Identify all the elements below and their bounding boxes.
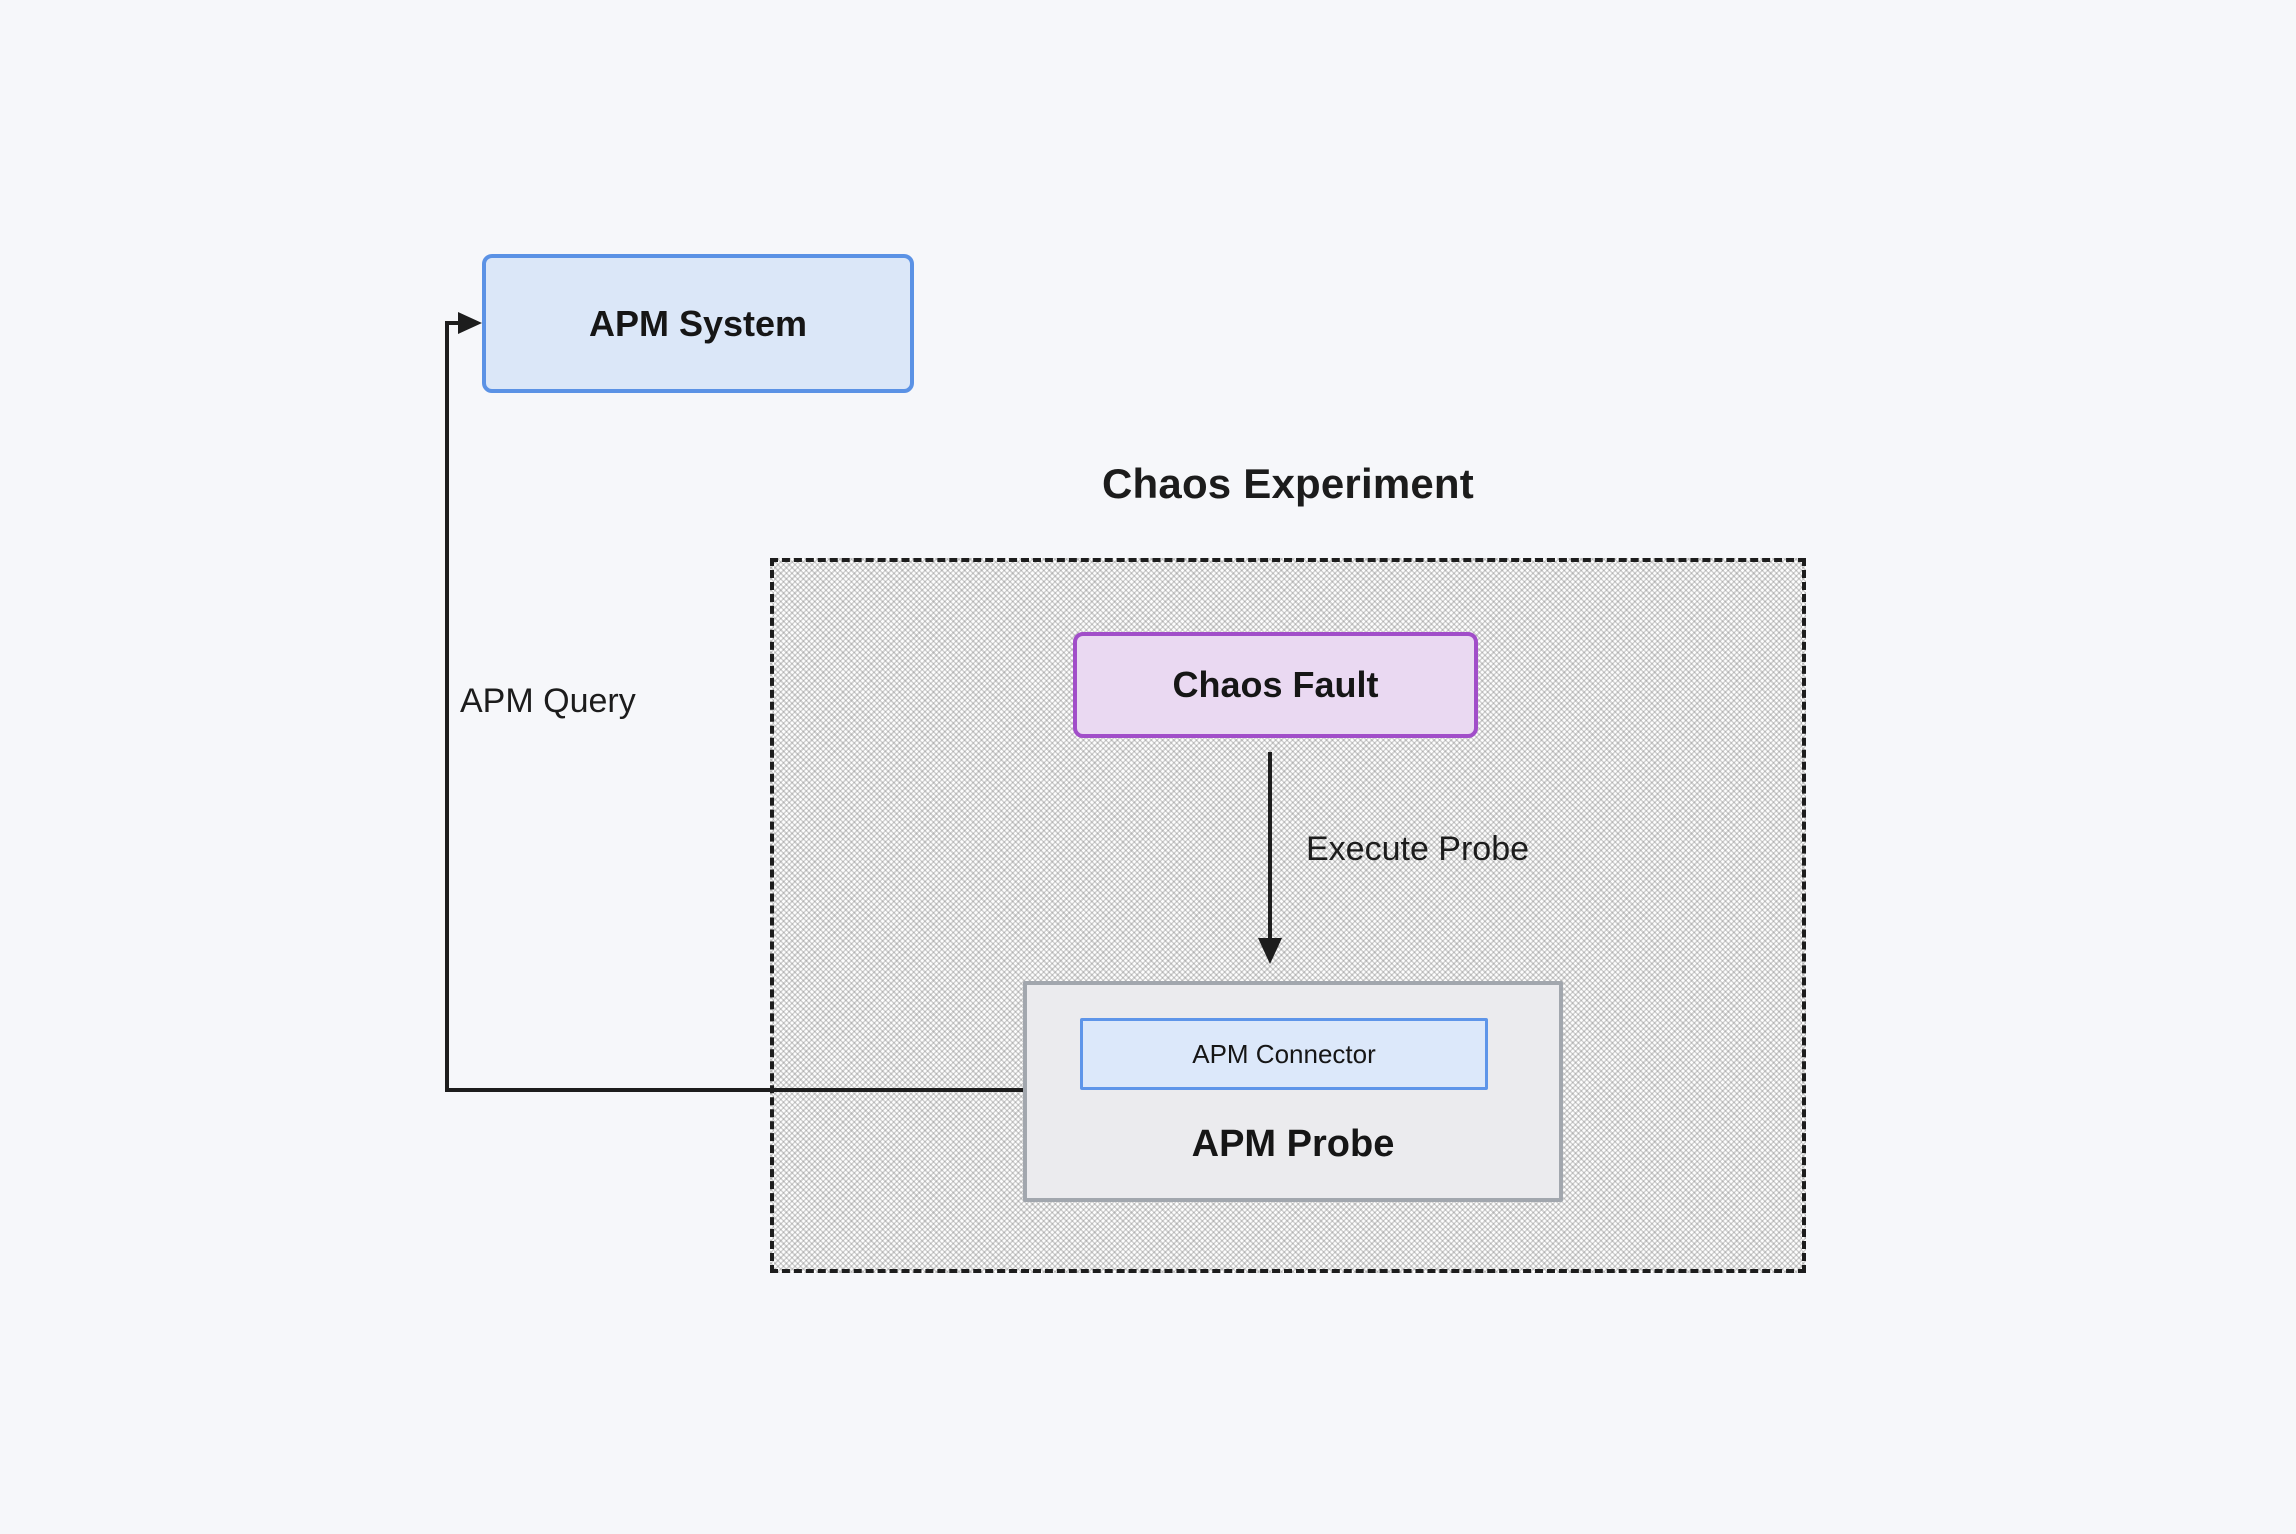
apm-query-line-top	[445, 321, 463, 325]
execute-probe-line	[1268, 752, 1272, 944]
chaos-fault-label: Chaos Fault	[1172, 664, 1379, 705]
node-apm-connector: APM Connector	[1080, 1018, 1488, 1090]
execute-probe-arrowhead-icon	[1258, 938, 1282, 964]
apm-query-line-vertical	[445, 321, 449, 1092]
node-apm-probe: APM Connector APM Probe	[1023, 981, 1563, 1202]
apm-connector-label: APM Connector	[1192, 1038, 1376, 1069]
execute-probe-label: Execute Probe	[1306, 830, 1530, 868]
apm-query-arrowhead-icon	[458, 312, 482, 334]
apm-query-label: APM Query	[460, 682, 636, 720]
apm-system-label: APM System	[588, 302, 808, 344]
node-chaos-fault: Chaos Fault	[1073, 632, 1478, 738]
apm-probe-label: APM Probe	[1191, 1123, 1395, 1165]
apm-query-line-horizontal	[445, 1088, 1023, 1092]
node-apm-system: APM System	[482, 254, 914, 393]
chaos-experiment-title: Chaos Experiment	[1102, 460, 1474, 507]
